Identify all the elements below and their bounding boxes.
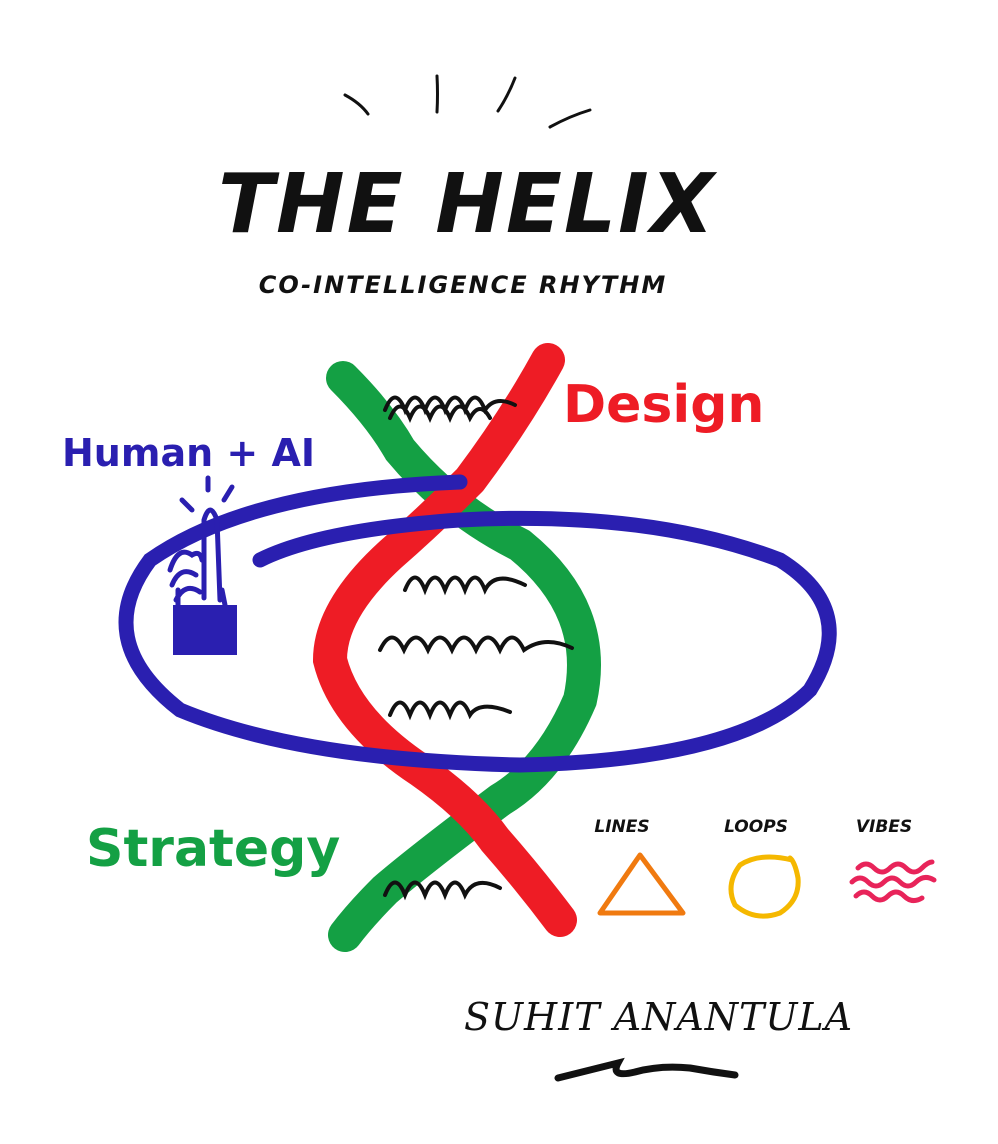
legend: LINES LOOPS VIBES [594, 817, 937, 919]
page-subtitle: CO-INTELLIGENCE RHYTHM [259, 271, 668, 299]
page-title: THE HELIX [218, 157, 718, 252]
legend-label-lines: LINES [594, 817, 649, 837]
signature-text: SUHIT ANANTULA [464, 995, 853, 1039]
circle-icon [728, 854, 801, 919]
human-ai-label: Human + AI [62, 431, 315, 475]
pointing-hand-icon [167, 475, 237, 655]
legend-label-loops: LOOPS [724, 817, 788, 837]
triangle-icon [597, 852, 686, 916]
strategy-label: Strategy [86, 819, 340, 879]
signature-flourish [554, 1057, 739, 1082]
design-strand [312, 343, 577, 937]
design-label: Design [563, 375, 764, 435]
human-ai-loop [118, 474, 837, 773]
legend-label-vibes: VIBES [856, 817, 912, 837]
emphasis-strokes [343, 74, 592, 129]
strategy-strand [326, 361, 601, 952]
scribble-rungs [378, 395, 574, 901]
wave-icon [849, 859, 937, 904]
